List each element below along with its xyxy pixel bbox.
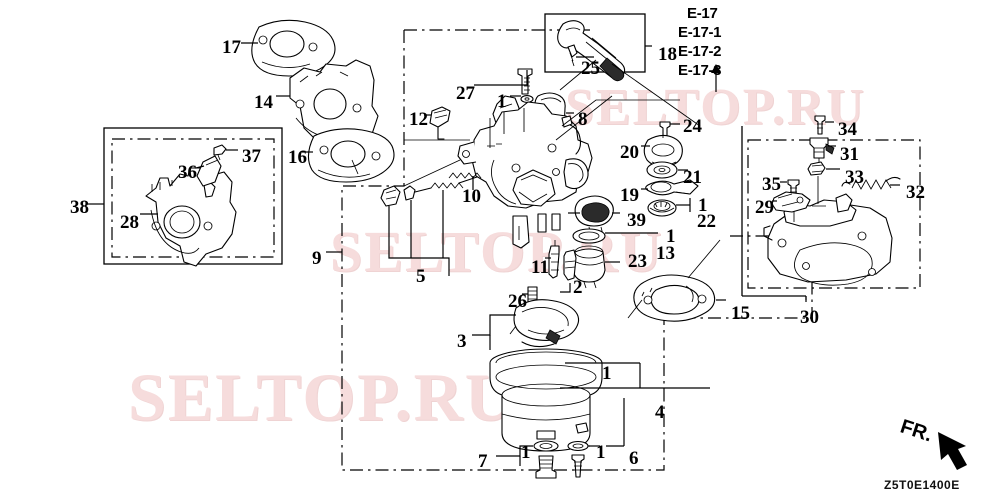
part-28-art xyxy=(145,167,237,267)
callout-main-jet: 22 xyxy=(697,211,716,232)
callout-choke-body: 28 xyxy=(120,212,139,233)
callout-spring: 10 xyxy=(462,186,481,207)
diagram-part-code: Z5T0E1400E xyxy=(884,478,960,492)
ref-code-e17-1: E-17-1 xyxy=(678,24,722,41)
callout-choke-valve-cap: 36 xyxy=(178,162,197,183)
part-39-art xyxy=(574,195,614,236)
ref-code-e17-3: E-17-3 xyxy=(678,62,722,79)
part-13-art xyxy=(572,228,606,244)
callout-float-arm: 19 xyxy=(620,185,639,206)
callout-nozzle-main: 11 xyxy=(531,257,549,278)
part-14-art xyxy=(289,59,379,149)
part-34-art xyxy=(814,115,826,135)
group-box-18 xyxy=(544,13,646,73)
callout-throttle-valve-plate: 8 xyxy=(578,109,588,130)
callout-choke-lever-assembly-box: 18 xyxy=(658,44,677,65)
part-37-art xyxy=(213,144,227,161)
callout-lever-control: 29 xyxy=(755,197,774,218)
part-22-art xyxy=(647,199,677,217)
part-17-art xyxy=(251,19,336,77)
callout-valve-set: 39 xyxy=(627,210,646,231)
callout-throttle-shaft-nut: 31 xyxy=(840,144,859,165)
callout-o-ring: 13 xyxy=(656,243,675,264)
part-6-art xyxy=(567,440,589,478)
group-dash-30 xyxy=(747,139,921,289)
part-5-art xyxy=(380,172,482,207)
callout-jet-set: 2 xyxy=(573,277,583,298)
callout-choke-lever: 25 xyxy=(581,58,600,79)
callout-screw-chamber: 6 xyxy=(629,448,639,469)
callout-spring-throttle-return: 32 xyxy=(906,182,925,203)
callout-washer-seat: 21 xyxy=(683,167,702,188)
part-4-art xyxy=(489,348,603,452)
ref-code-e17-2: E-17-2 xyxy=(678,43,722,60)
part-23-art xyxy=(572,245,606,289)
callout-washer-drain: 1 xyxy=(521,442,531,463)
part-2-art xyxy=(563,249,577,281)
callout-gasket-chamber: 1 xyxy=(602,363,612,384)
callout-washer-22: 1 xyxy=(698,195,708,216)
callout-carburetor-assembly-box: 9 xyxy=(312,248,322,269)
callout-stay-clamp: 12 xyxy=(409,109,428,130)
ref-code-e17: E-17 xyxy=(687,5,718,22)
callout-washer-13: 1 xyxy=(666,226,676,247)
callout-gasket-float-chamber: 15 xyxy=(731,303,750,324)
part-7-art xyxy=(533,440,559,479)
front-direction-arrow xyxy=(938,432,967,470)
callout-float-valve-seat: 20 xyxy=(620,142,639,163)
callout-nut-washer: 33 xyxy=(845,167,864,188)
callout-insulator: 14 xyxy=(254,92,273,113)
part-11-art xyxy=(548,240,560,279)
callout-float-chamber-set: 4 xyxy=(655,402,665,423)
part-31-art xyxy=(809,137,835,164)
part-16-art xyxy=(307,128,395,183)
callout-screw-throttle-arm: 35 xyxy=(762,174,781,195)
callout-control-base-box: 30 xyxy=(800,307,819,328)
callout-insulator-gasket-upper: 17 xyxy=(222,37,241,58)
part-20-art xyxy=(643,130,683,167)
part-33-art xyxy=(807,161,826,176)
part-29-art xyxy=(771,191,811,213)
carburetor-body-art xyxy=(457,95,593,249)
callout-washer-screw: 1 xyxy=(596,442,606,463)
callout-screw-lever: 34 xyxy=(838,119,857,140)
part-1-washer-27-art xyxy=(520,95,534,103)
callout-pilot-jet: 26 xyxy=(508,291,527,312)
callout-screw-float-chamber: 24 xyxy=(683,116,702,137)
part-32-art xyxy=(841,176,901,190)
callout-washer: 1 xyxy=(497,91,507,112)
part-27-art xyxy=(517,68,533,95)
callout-drain-bolt: 7 xyxy=(478,451,488,472)
part-21-art xyxy=(646,161,678,179)
part-3-art xyxy=(509,299,580,348)
part-36-art xyxy=(196,155,222,187)
callout-choke-valve-screw: 37 xyxy=(242,146,261,167)
callout-float: 23 xyxy=(628,251,647,272)
callout-screw-throttle-stop: 27 xyxy=(456,83,475,104)
callout-insulator-gasket-lower: 16 xyxy=(288,147,307,168)
part-15-art xyxy=(633,274,716,322)
part-30-art xyxy=(763,193,893,286)
callout-pilot-screw-set: 5 xyxy=(416,266,426,287)
callout-choke-body-assembly-box: 38 xyxy=(70,197,89,218)
part-12-art xyxy=(429,106,451,140)
callout-float-chamber-body: 3 xyxy=(457,331,467,352)
part-25-art xyxy=(557,20,626,82)
